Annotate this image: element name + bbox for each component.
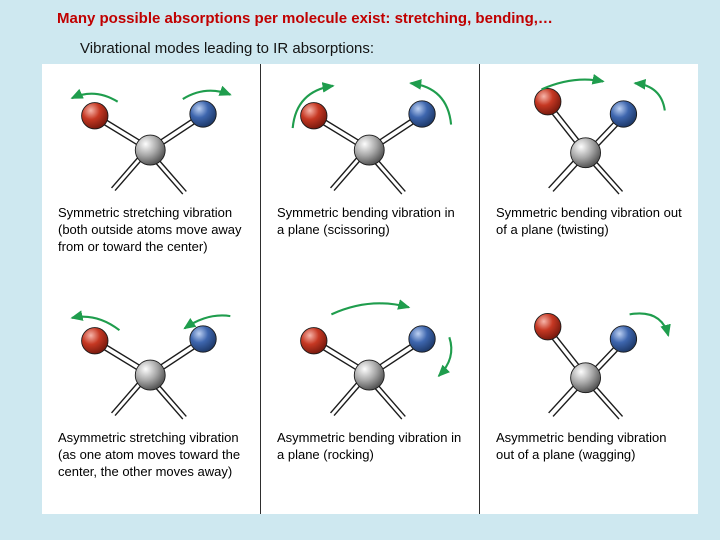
mode-cell-symmetric-stretching: Symmetric stretching vibration (both out…: [42, 64, 260, 289]
vibrational-modes-panel: Symmetric stretching vibration (both out…: [42, 64, 698, 514]
mode-caption: Asymmetric bending vibration in a plane …: [277, 430, 462, 462]
mode-cell-asymmetric-bending-out-of-plane: Asymmetric bending vibration out of a pl…: [480, 289, 698, 514]
mode-cell-asymmetric-stretching: Asymmetric stretching vibration (as one …: [42, 289, 260, 514]
motion-arrow: [330, 299, 411, 316]
motion-arrow: [541, 74, 605, 91]
mode-caption: Symmetric bending vibration out of a pla…: [496, 205, 682, 237]
motion-arrow: [183, 314, 231, 330]
mode-cell-symmetric-bending-in-plane: Symmetric bending vibration in a plane (…: [261, 64, 479, 289]
mode-caption: Asymmetric bending vibration out of a pl…: [496, 430, 667, 462]
mode-caption: Asymmetric stretching vibration (as one …: [58, 430, 241, 479]
column-2: Symmetric bending vibration in a plane (…: [261, 64, 480, 514]
slide-subtitle: Vibrational modes leading to IR absorpti…: [80, 40, 375, 57]
mode-cell-symmetric-bending-out-of-plane: Symmetric bending vibration out of a pla…: [480, 64, 698, 289]
motion-arrow: [70, 88, 119, 103]
molecule-diagram-rocking: [299, 299, 453, 420]
slide-title: Many possible absorptions per molecule e…: [57, 10, 553, 27]
motion-arrow: [70, 310, 121, 332]
motion-arrow: [629, 312, 671, 337]
column-3: Symmetric bending vibration out of a pla…: [480, 64, 698, 514]
mode-caption: Symmetric stretching vibration (both out…: [58, 205, 242, 254]
motion-arrow: [291, 82, 335, 129]
molecule-diagram-symmetric-stretching: [70, 85, 232, 195]
column-1: Symmetric stretching vibration (both out…: [42, 64, 261, 514]
mode-caption: Symmetric bending vibration in a plane (…: [277, 205, 455, 237]
molecule-diagram-scissoring: [291, 79, 453, 195]
mode-cell-asymmetric-bending-in-plane: Asymmetric bending vibration in a plane …: [261, 289, 479, 514]
molecule-diagram-wagging: [533, 312, 671, 420]
motion-arrow: [182, 85, 232, 100]
motion-arrow: [409, 79, 453, 125]
motion-arrow: [633, 78, 666, 111]
motion-arrow: [437, 336, 453, 378]
molecule-diagram-twisting: [533, 74, 666, 195]
molecule-diagram-asymmetric-stretching: [70, 310, 231, 420]
